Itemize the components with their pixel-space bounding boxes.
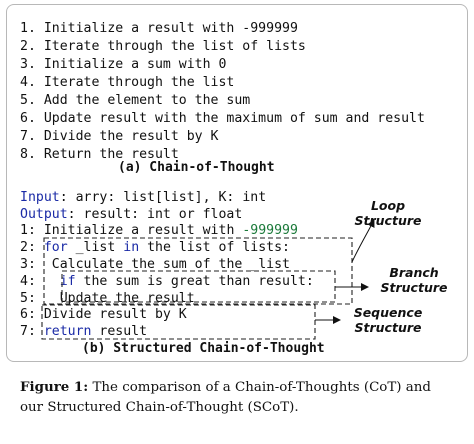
sequence-label-line2: Structure <box>354 320 422 335</box>
figure-number: Figure 1: <box>20 379 89 395</box>
if-keyword: if <box>59 274 76 289</box>
branch-structure-box <box>61 270 336 303</box>
line-text: the sum is great than result: <box>75 274 314 289</box>
scot-output-line: Output: result: int or float <box>20 206 242 223</box>
loop-arrow <box>351 219 375 263</box>
input-keyword: Input <box>20 190 60 205</box>
cot-line-3: 3. Initialize a sum with 0 <box>20 57 227 72</box>
sequence-structure-label: Sequence Structure <box>338 305 438 335</box>
branch-label-line2: Structure <box>380 280 448 295</box>
branch-label-line1: Branch <box>389 265 439 280</box>
input-text: : arry: list[list], K: int <box>59 190 267 205</box>
scot-line-4: 4: if the sum is great than result: <box>20 273 314 290</box>
line-number: 5: <box>20 291 36 306</box>
line-number: 6: <box>20 307 36 322</box>
line-number: 7: <box>20 324 36 339</box>
cot-line-4: 4. Iterate through the list <box>20 75 235 90</box>
figure-caption: Figure 1: The comparison of a Chain-of-T… <box>20 377 456 418</box>
line-number: 3: <box>20 257 36 272</box>
in-keyword: in <box>123 240 140 255</box>
line-text: Divide result by K <box>35 307 187 322</box>
figure-caption-text: The comparison of a Chain-of-Thoughts (C… <box>20 380 431 415</box>
init-value: -999999 <box>242 223 298 238</box>
loop-label-line2: Structure <box>354 213 422 228</box>
cot-line-1: 1. Initialize a result with -999999 <box>20 21 298 36</box>
cot-caption: (a) Chain-of-Thought <box>118 160 275 175</box>
cot-line-6: 6. Update result with the maximum of sum… <box>20 111 425 126</box>
line-text: Calculate the sum of the _list <box>35 257 290 272</box>
scot-input-line: Input: arry: list[list], K: int <box>20 189 266 206</box>
scot-line-2: 2: for _list in the list of lists: <box>20 239 290 256</box>
sequence-label-line1: Sequence <box>353 305 423 320</box>
loop-structure-label: Loop Structure <box>340 198 436 228</box>
loop-label-line1: Loop <box>370 198 406 213</box>
line-text: the list of lists: <box>139 240 290 255</box>
cot-line-5: 5. Add the element to the sum <box>20 93 251 108</box>
scot-line-6: 6: Divide result by K <box>20 306 187 323</box>
cot-line-8: 8. Return the result <box>20 147 179 162</box>
sequence-structure-box <box>41 304 316 340</box>
for-keyword: for <box>43 240 68 255</box>
scot-line-7: 7: return result <box>20 323 147 340</box>
output-keyword: Output <box>20 207 68 222</box>
line-text: result <box>91 324 148 339</box>
line-number: 2: <box>20 240 36 255</box>
cot-line-7: 7. Divide the result by K <box>20 129 219 144</box>
scot-line-1: 1: Initialize a result with -999999 <box>20 222 298 239</box>
cot-line-2: 2. Iterate through the list of lists <box>20 39 306 54</box>
loop-variable: _list <box>67 240 124 255</box>
scot-caption: (b) Structured Chain-of-Thought <box>82 341 325 356</box>
return-keyword: return <box>43 324 92 339</box>
loop-structure-box <box>43 237 353 305</box>
line-number: 4: <box>20 274 36 289</box>
scot-line-3: 3: Calculate the sum of the _list <box>20 256 290 273</box>
branch-structure-label: Branch Structure <box>366 265 462 295</box>
output-text: : result: int or float <box>67 207 243 222</box>
line-text: Initialize a result with <box>35 223 243 238</box>
line-number: 1: <box>20 223 36 238</box>
